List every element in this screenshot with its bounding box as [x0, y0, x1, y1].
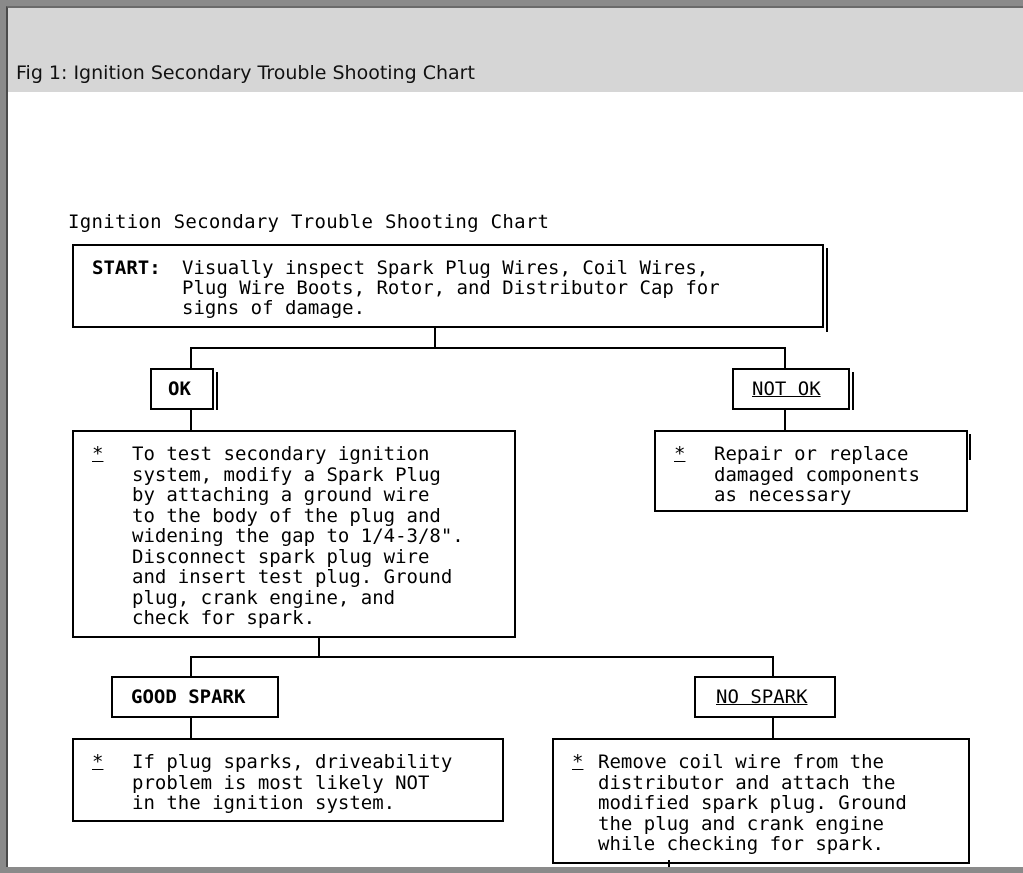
- ok-step-line-3: by attaching a ground wire: [132, 484, 430, 506]
- no-spark-step-box: * Remove coil wire from the distributor …: [552, 738, 970, 864]
- ok-step-line-5: widening the gap to 1/4-3/8".: [132, 525, 464, 547]
- connector-ok-down: [190, 410, 192, 432]
- good-spark-label: GOOD SPARK: [131, 686, 246, 708]
- connector-spark-horizontal: [190, 656, 774, 658]
- connector-start-horizontal: [190, 347, 786, 349]
- connector-to-ok: [190, 347, 192, 369]
- good-spark-step-line-3: in the ignition system.: [132, 792, 396, 814]
- connector-no-spark-step-down: [668, 860, 670, 867]
- ok-step-bullet: *: [92, 443, 104, 465]
- ok-label: OK: [168, 378, 191, 400]
- no-spark-step-line-2: distributor and attach the: [598, 771, 896, 794]
- good-spark-step-line-2: problem is most likely NOT: [132, 771, 430, 794]
- not-ok-step-line-3: as necessary: [714, 484, 852, 506]
- figure-header: Fig 1: Ignition Secondary Trouble Shooti…: [8, 8, 1023, 92]
- good-spark-step-line-1: If plug sparks, driveability: [132, 751, 453, 773]
- no-spark-box: NO SPARK: [694, 676, 836, 718]
- not-ok-label: NOT OK: [752, 378, 821, 400]
- no-spark-step-bullet: *: [572, 751, 584, 773]
- not-ok-step-line-1: Repair or replace: [714, 443, 909, 465]
- connector-to-not-ok: [784, 347, 786, 369]
- not-ok-step-tick: [966, 434, 971, 460]
- not-ok-step-box: * Repair or replace damaged components a…: [654, 430, 968, 512]
- start-line-2: Plug Wire Boots, Rotor, and Distributor …: [182, 277, 720, 299]
- start-line-3: signs of damage.: [182, 297, 366, 319]
- figure-caption: Fig 1: Ignition Secondary Trouble Shooti…: [16, 62, 475, 84]
- ok-step-box: * To test secondary ignition system, mod…: [72, 430, 516, 638]
- no-spark-step-line-1: Remove coil wire from the: [598, 751, 884, 773]
- connector-start-down: [434, 328, 436, 348]
- ok-step-line-7: and insert test plug. Ground: [132, 566, 453, 588]
- good-spark-step-box: * If plug sparks, driveability problem i…: [72, 738, 504, 822]
- start-line-1: Visually inspect Spark Plug Wires, Coil …: [182, 257, 709, 279]
- connector-to-no-spark: [772, 656, 774, 678]
- ok-box-tick: [212, 372, 218, 410]
- ok-step-line-6: Disconnect spark plug wire: [132, 545, 430, 568]
- start-box: START: Visually inspect Spark Plug Wires…: [72, 244, 824, 328]
- figure-frame: Fig 1: Ignition Secondary Trouble Shooti…: [6, 6, 1023, 867]
- not-ok-step-bullet: *: [674, 443, 686, 465]
- ok-step-line-4: to the body of the plug and: [132, 504, 441, 527]
- no-spark-label: NO SPARK: [716, 686, 808, 708]
- connector-not-ok-down: [784, 410, 786, 432]
- not-ok-box: NOT OK: [732, 368, 850, 410]
- ok-step-line-8: plug, crank engine, and: [132, 586, 396, 609]
- ok-step-line-2: system, modify a Spark Plug: [132, 463, 441, 486]
- connector-ok-step-down: [318, 638, 320, 658]
- no-spark-step-line-4: the plug and crank engine: [598, 812, 884, 835]
- ok-step-line-1: To test secondary ignition: [132, 443, 430, 465]
- start-label: START:: [92, 257, 161, 279]
- no-spark-step-line-5: while checking for spark.: [598, 833, 884, 855]
- window-bottom-edge: [0, 867, 1023, 873]
- connector-to-good-spark: [190, 656, 192, 678]
- ok-step-line-9: check for spark.: [132, 607, 316, 629]
- connector-good-spark-down: [190, 718, 192, 740]
- connector-no-spark-down: [772, 718, 774, 740]
- chart-title: Ignition Secondary Trouble Shooting Char…: [68, 211, 550, 233]
- good-spark-box: GOOD SPARK: [111, 676, 279, 718]
- not-ok-step-line-2: damaged components: [714, 463, 920, 486]
- ok-box: OK: [150, 368, 214, 410]
- no-spark-step-line-3: modified spark plug. Ground: [598, 792, 907, 814]
- start-box-tick: [822, 248, 828, 332]
- not-ok-box-tick: [848, 372, 854, 410]
- good-spark-step-bullet: *: [92, 751, 104, 773]
